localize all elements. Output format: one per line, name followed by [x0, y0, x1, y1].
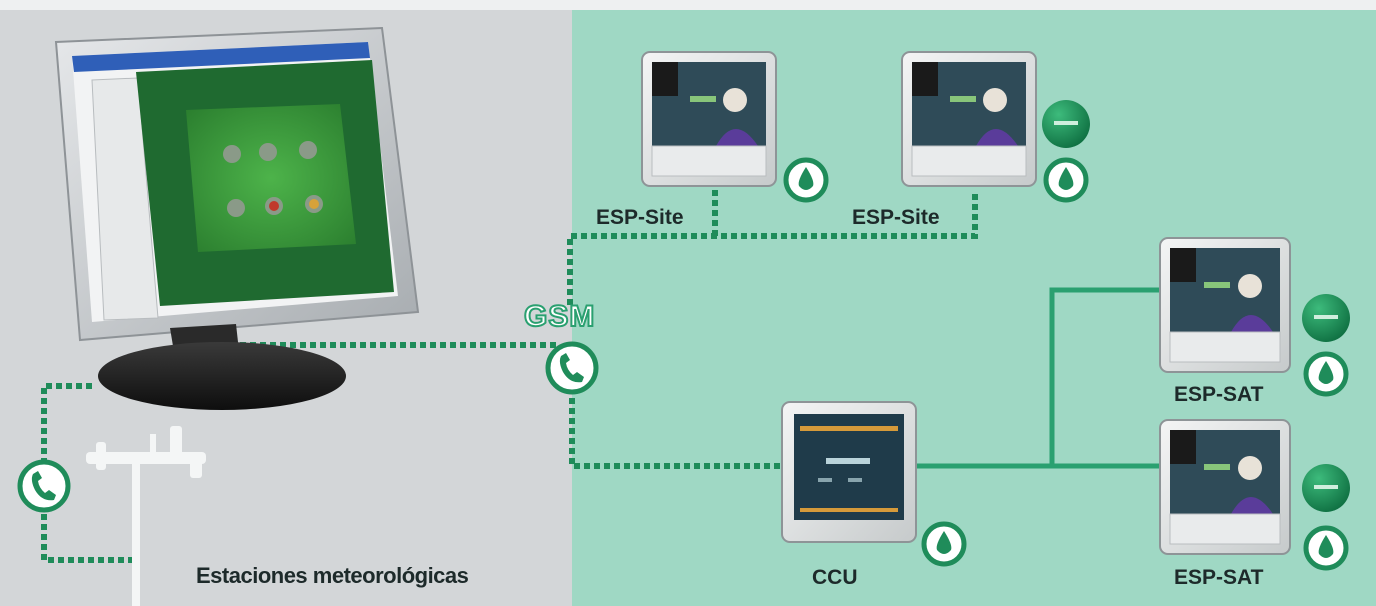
link-computer-phone: [41, 383, 92, 468]
weather-stations-label: Estaciones meteorológicas: [196, 563, 469, 588]
esp-site-controller-1: [641, 51, 777, 187]
link-gsm-espsite: [567, 190, 978, 305]
module-badge-icon: [1302, 464, 1350, 512]
dotted-links: [41, 190, 978, 563]
module-badges: [1042, 100, 1350, 512]
phone-icon: [545, 341, 599, 395]
top-edge: [0, 0, 1376, 10]
esp-site-controller-2: [901, 51, 1037, 187]
water-drop-icons: [783, 157, 1349, 571]
phone-icons: [17, 341, 599, 513]
esp-site-label-2: ESP-Site: [852, 206, 940, 229]
computer-monitor: [54, 26, 420, 410]
water-drop-icon: [1043, 157, 1089, 203]
link-gsm-ccu: [569, 398, 780, 469]
ccu-label: CCU: [812, 566, 858, 589]
gsm-label: GSM: [523, 299, 596, 334]
esp-site-label-1: ESP-Site: [596, 206, 684, 229]
link-phone-weather: [41, 504, 140, 563]
link-ccu-espsat1: [1049, 287, 1160, 466]
phone-icon: [17, 459, 71, 513]
esp-sat-controller-2: [1159, 419, 1291, 555]
ccu-unit: [781, 401, 917, 543]
water-drop-icon: [1303, 525, 1349, 571]
weather-station: [86, 426, 206, 606]
water-drop-icon: [783, 157, 829, 203]
esp-sat-label-1: ESP-SAT: [1174, 383, 1264, 406]
esp-sat-controller-1: [1159, 237, 1291, 373]
module-badge-icon: [1302, 294, 1350, 342]
wired-links: [915, 287, 1160, 469]
water-drop-icon: [921, 521, 967, 567]
esp-sat-label-2: ESP-SAT: [1174, 566, 1264, 589]
water-drop-icon: [1303, 351, 1349, 397]
module-badge-icon: [1042, 100, 1090, 148]
